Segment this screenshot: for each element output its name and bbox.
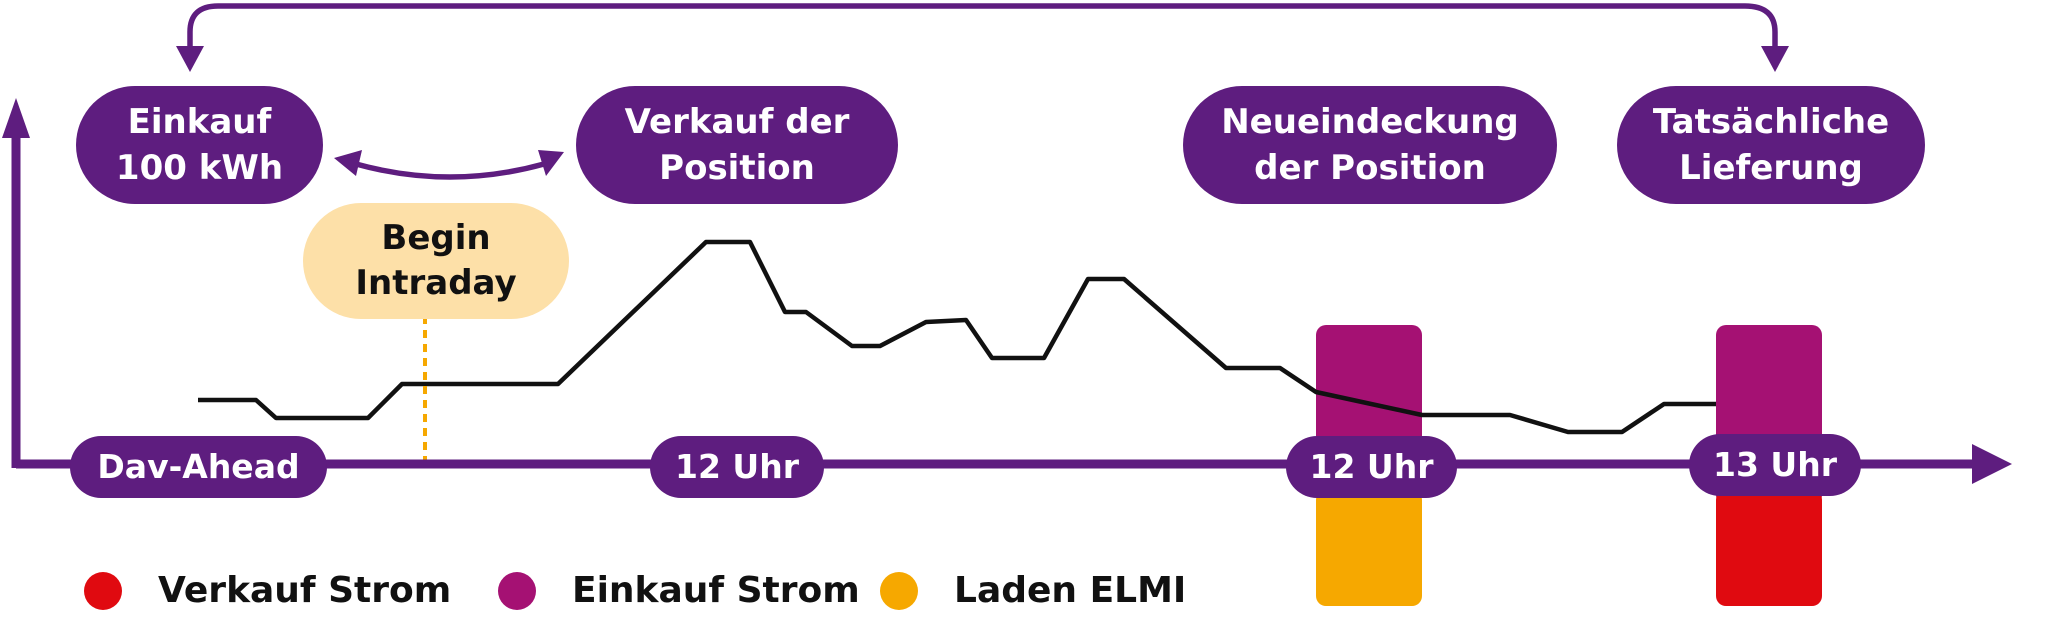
value-axis-arrowhead	[2, 98, 30, 138]
axis-label-12-uhr: 12 Uhr	[650, 436, 824, 498]
bar-segment-laden-elmi	[1316, 490, 1422, 606]
box-einkauf-text: Einkauf 100 kWh	[115, 102, 284, 188]
axis-label-12-uhr-text: 12 Uhr	[675, 447, 799, 486]
price-curve	[198, 239, 1716, 435]
legend-label-einkauf-strom: Einkauf Strom	[572, 570, 860, 611]
legend-dot-verkauf-strom	[84, 571, 122, 610]
legend-label-verkauf-strom: Verkauf Strom	[158, 570, 452, 611]
box-tatsaechliche-lieferung: Tatsächliche Lieferung	[1617, 86, 1925, 204]
loop-arrowhead-right	[1761, 46, 1789, 72]
box-neueindeckung-text: Neueindeckung der Position	[1221, 102, 1519, 188]
axis-label-day-ahead: Dav-Ahead	[70, 436, 327, 498]
box-verkauf-der-position: Verkauf der Position	[576, 86, 898, 204]
box-begin-intraday-text: Begin Intraday	[355, 218, 517, 303]
legend-item-verkauf-strom: Verkauf Strom	[84, 570, 451, 611]
trade-double-arrow	[355, 161, 545, 180]
axis-label-13-uhr-text: 13 Uhr	[1713, 445, 1837, 484]
legend-dot-einkauf-strom	[498, 571, 536, 610]
bar-segment-verkauf-strom	[1716, 490, 1822, 606]
box-neueindeckung: Neueindeckung der Position	[1183, 86, 1557, 204]
time-axis-arrowhead	[1972, 444, 2012, 484]
trade-arrowhead-right	[538, 150, 564, 176]
legend-label-laden-elmi: Laden ELMI	[954, 570, 1187, 611]
legend-item-laden-elmi: Laden ELMI	[880, 570, 1186, 611]
box-begin-intraday: Begin Intraday	[303, 203, 569, 319]
delivery-loop-arrow	[187, 3, 1778, 58]
axis-label-day-ahead-text: Dav-Ahead	[97, 447, 300, 486]
loop-arrowhead-left	[176, 46, 204, 72]
legend-item-einkauf-strom: Einkauf Strom	[498, 570, 860, 611]
box-einkauf: Einkauf 100 kWh	[76, 86, 323, 204]
box-verkauf-text: Verkauf der Position	[624, 102, 850, 188]
trade-arrowhead-left	[334, 150, 362, 176]
box-lieferung-text: Tatsächliche Lieferung	[1652, 102, 1890, 188]
axis-label-12-uhr-second-text: 12 Uhr	[1309, 447, 1434, 486]
legend-dot-laden-elmi	[880, 571, 918, 610]
axis-label-12-uhr-second: 12 Uhr	[1286, 436, 1457, 498]
axis-label-13-uhr: 13 Uhr	[1689, 434, 1861, 496]
